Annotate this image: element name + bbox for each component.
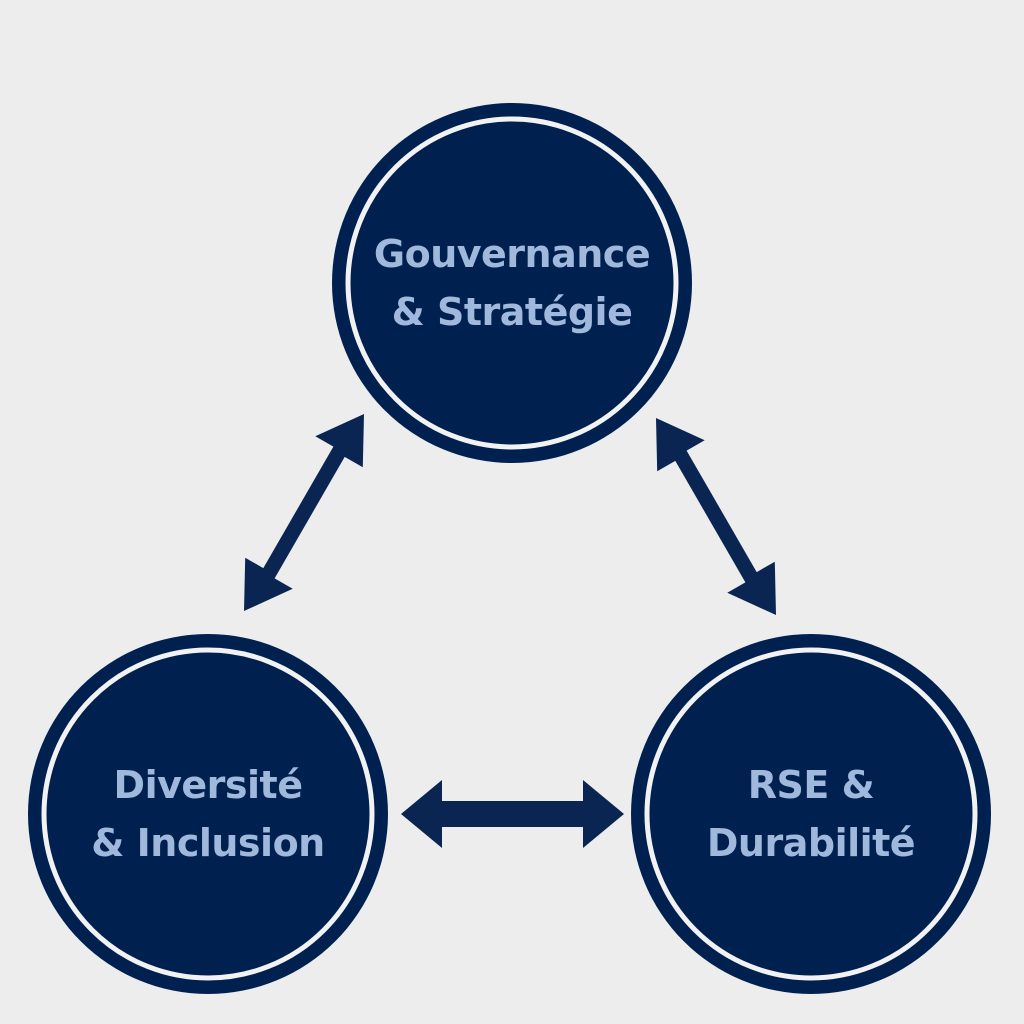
arrow-left-right [401,780,624,848]
arrow-top-right [656,418,776,615]
node-right-ring [644,647,978,981]
node-left-outer-circle [28,634,388,994]
node-left-label-line-1: Diversité [113,763,303,807]
node-right [631,634,991,994]
node-top-label: Gouvernance & Stratégie [362,225,662,341]
node-right-label-line-1: RSE & [747,763,875,807]
node-right-label-line-2: Durabilité [706,821,916,865]
node-top-ring [345,116,679,450]
node-top-label-line-2: & Stratégie [391,290,633,334]
node-right-outer-circle [631,634,991,994]
node-top-outer-circle [332,103,692,463]
node-top [332,103,692,463]
arrow-top-left [244,414,364,611]
node-top-label-line-1: Gouvernance [373,232,651,276]
node-left [28,634,388,994]
node-left-ring [41,647,375,981]
node-right-label: RSE & Durabilité [661,756,961,872]
node-left-label: Diversité & Inclusion [58,756,358,872]
node-left-label-line-2: & Inclusion [91,821,325,865]
